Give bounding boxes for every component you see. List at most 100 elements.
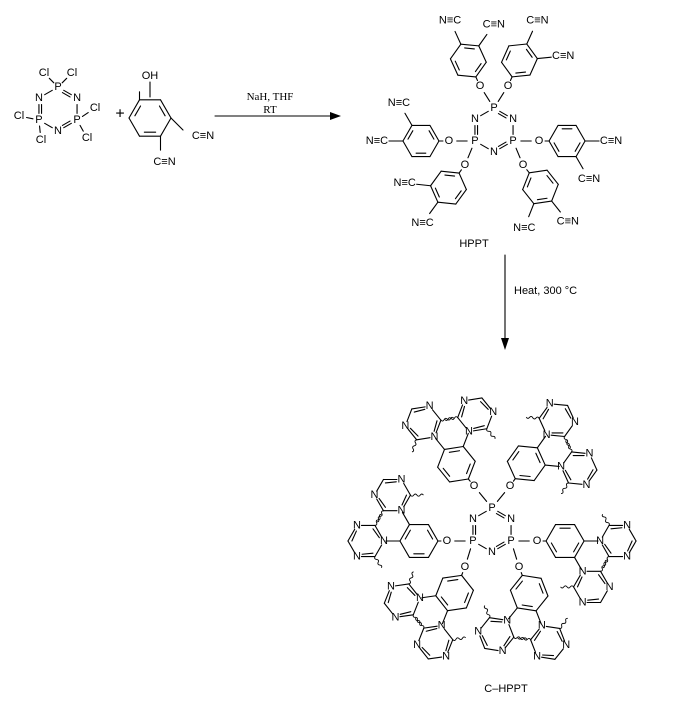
bond: [443, 445, 464, 450]
nitrile-group: N≡C: [366, 135, 388, 147]
bond: [399, 611, 412, 615]
bond: [538, 583, 544, 594]
bond: [428, 130, 435, 140]
ether-oxygen: O: [461, 159, 470, 171]
condition-reagent: NaH, THF: [247, 91, 294, 103]
bond: [435, 437, 446, 450]
triazine-n: N: [380, 535, 388, 547]
bond: [44, 89, 53, 96]
bond: [628, 540, 637, 554]
bond: [407, 130, 414, 140]
nitrile-group: C≡N: [600, 135, 622, 147]
bond: [497, 543, 506, 550]
bond: [574, 142, 581, 152]
triazine-n: N: [413, 639, 421, 651]
bond: [551, 200, 561, 213]
bond: [574, 556, 583, 571]
bond: [446, 607, 467, 612]
bond: [515, 71, 527, 74]
bond: [435, 577, 444, 597]
bond: [128, 117, 141, 137]
triazine-n: N: [353, 551, 361, 563]
bond: [467, 147, 473, 159]
bond: [538, 406, 548, 419]
wavy-bond: [600, 559, 608, 572]
ether-oxygen: O: [506, 480, 515, 492]
bond: [427, 656, 443, 660]
wavy-bond: [602, 556, 610, 569]
nitrile-group: C≡N: [552, 50, 574, 62]
triazine-n: N: [557, 461, 565, 473]
bond: [440, 596, 449, 606]
condition-temperature: RT: [263, 104, 277, 116]
bond: [508, 624, 515, 638]
bond: [372, 528, 380, 539]
bond: [556, 630, 563, 642]
chlorine-atom: Cl: [67, 67, 77, 79]
bond: [408, 583, 418, 596]
compound-label-hppt: HPPT: [459, 238, 489, 250]
bond: [461, 572, 464, 576]
ether-oxygen: O: [535, 135, 544, 147]
triazine-n: N: [586, 448, 594, 460]
nitrogen-atom: N: [35, 92, 43, 104]
bond: [484, 647, 499, 652]
bond: [601, 544, 610, 558]
nitrile-group: N≡C: [394, 177, 416, 189]
nitrogen-atom: N: [507, 513, 515, 525]
bond: [600, 570, 608, 584]
triazine-n: N: [401, 420, 409, 432]
chlorine-atom: Cl: [39, 67, 49, 79]
bond: [478, 33, 488, 47]
bond: [600, 590, 608, 604]
ether-oxygen: O: [519, 159, 528, 171]
bond: [480, 110, 489, 117]
bond: [535, 610, 542, 625]
wavy-bond: [565, 439, 573, 453]
bond: [347, 528, 356, 542]
bond: [458, 172, 467, 191]
nitrogen-atom: N: [469, 513, 477, 525]
bond: [545, 540, 557, 559]
bond: [495, 513, 505, 519]
bond: [575, 140, 586, 158]
bond: [508, 43, 528, 47]
chlorine-atom: Cl: [82, 132, 92, 144]
bond: [449, 478, 469, 483]
bond: [512, 478, 516, 482]
bond: [406, 587, 416, 596]
bond: [559, 627, 566, 642]
bond: [540, 577, 549, 597]
bond: [25, 116, 34, 120]
bond: [457, 417, 467, 429]
bond: [468, 397, 483, 401]
bond: [500, 61, 513, 78]
ether-oxygen: O: [504, 80, 513, 92]
bond: [627, 540, 633, 552]
wavy-bond: [412, 614, 422, 626]
bond: [441, 610, 449, 625]
bond: [457, 404, 464, 419]
bond: [442, 467, 451, 477]
nitrile-group: C≡N: [483, 19, 505, 31]
wavy-bond: [560, 585, 574, 589]
phosphorus-atom: P: [488, 502, 495, 514]
triazine-n: N: [397, 505, 405, 517]
bond: [462, 445, 476, 462]
nitrile-group: N≡C: [439, 15, 461, 27]
bond: [590, 457, 598, 471]
bond: [437, 466, 451, 483]
wavy-bond: [411, 439, 417, 453]
bond: [553, 403, 569, 407]
bond: [517, 445, 538, 449]
bond: [568, 482, 583, 485]
bond: [464, 47, 475, 50]
bond: [509, 574, 523, 591]
bond: [455, 188, 467, 205]
triazine-n: N: [546, 398, 554, 410]
bond: [478, 45, 487, 63]
nitrile-group: C≡N: [526, 14, 548, 26]
bond: [571, 451, 586, 454]
